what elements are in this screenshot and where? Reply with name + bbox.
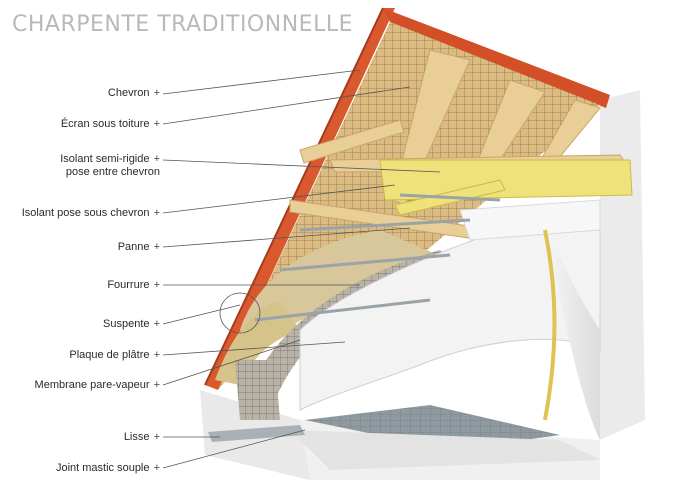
floor-slab [290, 405, 600, 470]
label-panne: Panne + [117, 241, 160, 253]
label-lisse: Lisse + [123, 431, 160, 443]
label-plaque-de-platre: Plaque de plâtre + [69, 349, 160, 361]
lisse-plate [208, 425, 305, 442]
label-fourrure: Fourrure + [107, 279, 160, 291]
diagram-title: CHARPENTE TRADITIONNELLE [12, 12, 353, 37]
leader-lines [162, 69, 441, 469]
label-ecran-sous-toiture: Écran sous toiture + [60, 118, 160, 130]
label-isolant-sous-chevron: Isolant pose sous chevron + [21, 207, 160, 219]
label-chevron: Chevron + [107, 87, 160, 99]
suspente-highlight [219, 292, 261, 334]
label-isolant-semi-rigide: Isolant semi-rigide +pose entre chevron [60, 153, 160, 178]
label-suspente: Suspente + [103, 318, 160, 330]
plaque-de-platre [299, 199, 601, 440]
label-joint-mastic-souple: Joint mastic souple + [55, 462, 160, 474]
fourrures-metal [254, 193, 501, 322]
label-membrane-pare-vapeur: Membrane pare-vapeur + [34, 379, 160, 391]
